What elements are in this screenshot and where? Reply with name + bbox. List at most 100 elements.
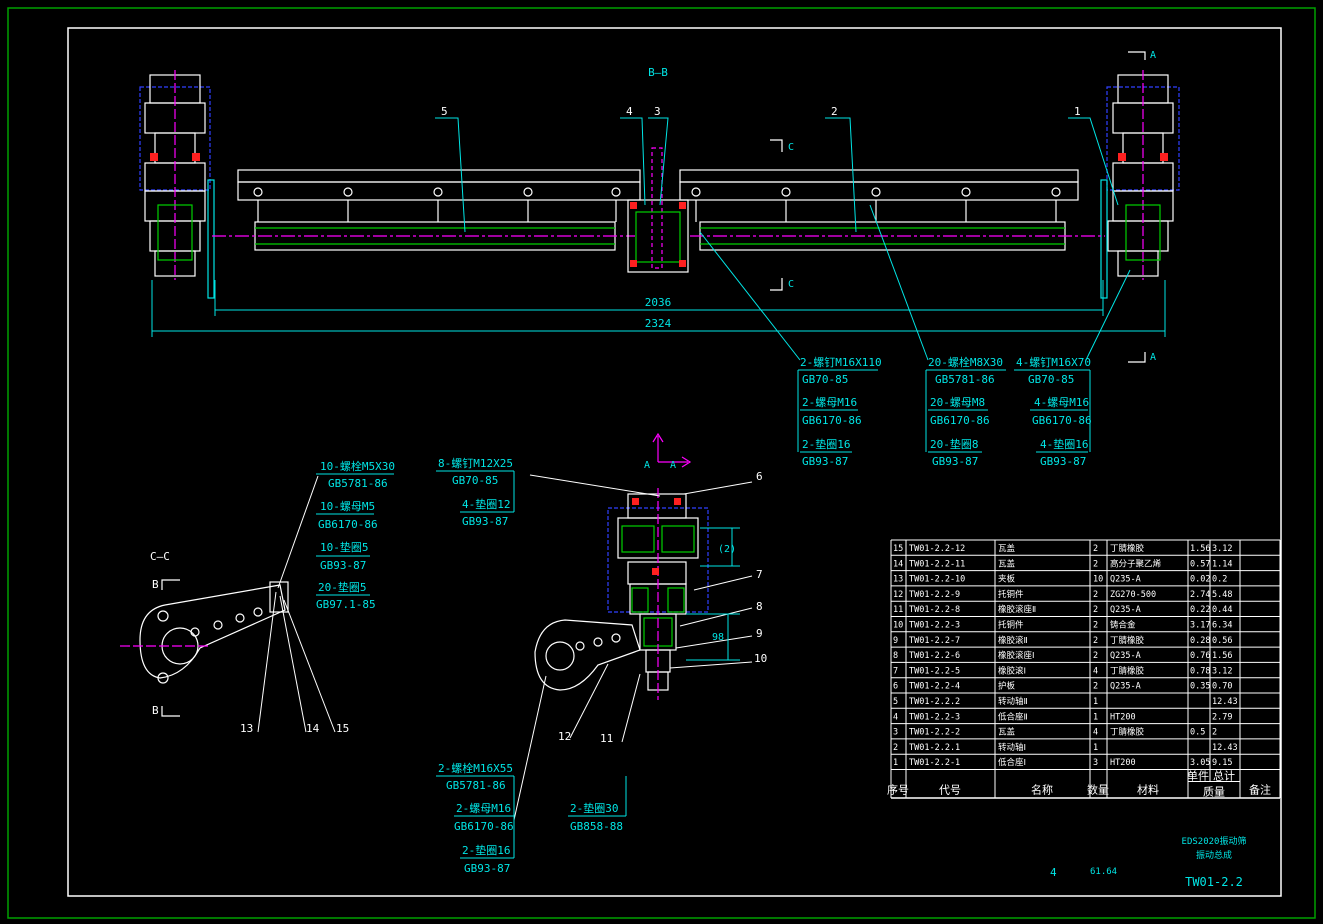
svg-text:GB858-88: GB858-88 bbox=[570, 820, 623, 833]
left-motor bbox=[139, 70, 215, 299]
svg-text:GB70-85: GB70-85 bbox=[1028, 373, 1074, 386]
bom-cell: 3.12 bbox=[1212, 544, 1232, 554]
bom-cell: 1 bbox=[893, 758, 898, 768]
section-label-cc: C—C bbox=[150, 550, 170, 563]
view-arrow-a1: A bbox=[644, 460, 650, 471]
dim-12: (2) bbox=[718, 544, 736, 555]
svg-text:2-垫圈30: 2-垫圈30 bbox=[570, 801, 619, 815]
balloon-8: 8 bbox=[756, 600, 763, 613]
section-marks bbox=[770, 51, 1146, 363]
bom-header-cell: 材料 bbox=[1137, 783, 1159, 797]
bom-cell: TW01-2.2-8 bbox=[909, 605, 960, 615]
bom-cell: 6 bbox=[893, 682, 898, 692]
svg-text:20-螺母M8: 20-螺母M8 bbox=[930, 396, 985, 409]
svg-text:GB93-87: GB93-87 bbox=[802, 455, 848, 468]
bom-cell: 12.43 bbox=[1212, 743, 1238, 753]
bom-cell: 丁腈橡胶 bbox=[1110, 635, 1145, 646]
svg-text:2-垫圈16: 2-垫圈16 bbox=[462, 843, 511, 857]
balloon-15: 15 bbox=[336, 722, 349, 735]
right-beam bbox=[679, 169, 1105, 251]
bom-cell: TW01-2.2-12 bbox=[909, 544, 965, 554]
bom-cell: 2 bbox=[1093, 636, 1098, 646]
bom-cell: 橡胶滚Ⅰ bbox=[998, 665, 1026, 676]
title-weight: 61.64 bbox=[1090, 867, 1117, 877]
svg-text:2-螺母M16: 2-螺母M16 bbox=[802, 396, 857, 409]
bom-cell: 0.2 bbox=[1212, 575, 1227, 585]
bom-cell: TW01-2.2-11 bbox=[909, 559, 965, 569]
svg-text:GB93-87: GB93-87 bbox=[462, 515, 508, 528]
svg-text:10-螺母M5: 10-螺母M5 bbox=[320, 500, 375, 513]
bom-cell: TW01-2.2-9 bbox=[909, 590, 960, 600]
svg-text:GB6170-86: GB6170-86 bbox=[454, 820, 514, 833]
bom-cell: 4 bbox=[893, 712, 898, 722]
bom-cell: 12.43 bbox=[1212, 697, 1238, 707]
bom-header-cell: 质量 bbox=[1203, 786, 1225, 799]
bom-cell: TW01-2.2-2 bbox=[909, 728, 960, 738]
bom-cell: 4 bbox=[1093, 728, 1098, 738]
fastener-callout-3: 4-螺钉M16X70 GB70-85 4-螺母M16 GB6170-86 4-垫… bbox=[1014, 356, 1092, 468]
section-view-cc: C—C B B 13 14 15 bbox=[120, 475, 349, 735]
svg-text:8-螺钉M12X25: 8-螺钉M12X25 bbox=[438, 457, 513, 470]
bom-cell: 5.48 bbox=[1212, 590, 1232, 600]
svg-text:2-螺钉M16X110: 2-螺钉M16X110 bbox=[800, 356, 882, 369]
bom-cell: 1 bbox=[1093, 712, 1098, 722]
bom-cell: 9.15 bbox=[1212, 758, 1232, 768]
bom-cell: 护板 bbox=[998, 681, 1016, 692]
balloon-14: 14 bbox=[306, 722, 320, 735]
svg-text:GB93-87: GB93-87 bbox=[1040, 455, 1086, 468]
bom-cell: 2 bbox=[1093, 651, 1098, 661]
bom-cell: 3.05 bbox=[1190, 758, 1210, 768]
bom-header-cell: 代号 bbox=[939, 784, 961, 797]
svg-text:20-垫圈8: 20-垫圈8 bbox=[930, 437, 979, 451]
bom-cell: 1.56 bbox=[1190, 544, 1210, 554]
dim-2324: 2324 bbox=[645, 317, 672, 330]
dim-98: 98 bbox=[712, 632, 724, 643]
bom-cell: 1 bbox=[1093, 697, 1098, 707]
bom-cell: 0.78 bbox=[1190, 666, 1210, 676]
bom-cell: TW01-2.2-1 bbox=[909, 758, 960, 768]
bom-cell: 橡胶滚Ⅱ bbox=[998, 635, 1028, 646]
bom-cell: 2 bbox=[1212, 728, 1217, 738]
bom-cell: 2 bbox=[1093, 682, 1098, 692]
balloon-13: 13 bbox=[240, 722, 253, 735]
balloon-9: 9 bbox=[756, 627, 763, 640]
bom-cell: 转动轴Ⅰ bbox=[998, 742, 1026, 753]
bom-cell: TW01-2.2-6 bbox=[909, 651, 960, 661]
balloon-1: 1 bbox=[1074, 105, 1081, 118]
svg-text:4-垫圈12: 4-垫圈12 bbox=[462, 497, 511, 511]
center-coupling bbox=[627, 147, 689, 273]
bom-cell: TW01-2.2-5 bbox=[909, 666, 960, 676]
bom-cell: 瓦盖 bbox=[998, 558, 1016, 569]
bom-cell: 13 bbox=[893, 575, 903, 585]
svg-text:4-螺母M16: 4-螺母M16 bbox=[1034, 396, 1089, 409]
bom-cell: 2 bbox=[1093, 590, 1098, 600]
bom-cell: 0.22 bbox=[1190, 605, 1210, 615]
bom-cell: 2 bbox=[1093, 559, 1098, 569]
outer-border bbox=[7, 7, 1316, 919]
title-name: 振动总成 bbox=[1196, 849, 1232, 861]
section-c-bottom: C bbox=[788, 279, 794, 290]
fastener-callout-5: 8-螺钉M12X25 GB70-85 4-垫圈12 GB93-87 bbox=[436, 457, 515, 528]
bom-cell: 11 bbox=[893, 605, 903, 615]
svg-text:10-垫圈5: 10-垫圈5 bbox=[320, 540, 369, 554]
bom-cell: 12 bbox=[893, 590, 903, 600]
bom-cell: TW01-2.2-4 bbox=[909, 682, 960, 692]
bom-cell: 5 bbox=[893, 697, 898, 707]
bom-cell: 高分子聚乙烯 bbox=[1110, 558, 1162, 569]
bom-cell: 2.79 bbox=[1212, 712, 1232, 722]
bom-cell: 转动轴Ⅱ bbox=[998, 696, 1028, 707]
section-c-top: C bbox=[788, 142, 794, 153]
section-label-bb: B—B bbox=[648, 66, 668, 79]
balloon-12: 12 bbox=[558, 730, 571, 743]
svg-text:4-螺钉M16X70: 4-螺钉M16X70 bbox=[1016, 356, 1091, 369]
bom-cell: 0.35 bbox=[1190, 682, 1210, 692]
bom-header-cell: 总计 bbox=[1213, 769, 1235, 783]
bom-cell: 3 bbox=[893, 728, 898, 738]
bom-cell: 10 bbox=[893, 621, 903, 631]
title-block: EDS2020振动筛 振动总成 4 61.64 TW01-2.2 bbox=[1050, 835, 1246, 889]
bom-cell: 瓦盖 bbox=[998, 543, 1016, 554]
bom-cell: 2 bbox=[1093, 605, 1098, 615]
fastener-callout-1: 2-螺钉M16X110 GB70-85 2-螺母M16 GB6170-86 2-… bbox=[797, 356, 882, 468]
bom-header-cell: 名称 bbox=[1031, 783, 1053, 797]
bom-header-cell: 数量 bbox=[1087, 784, 1109, 797]
